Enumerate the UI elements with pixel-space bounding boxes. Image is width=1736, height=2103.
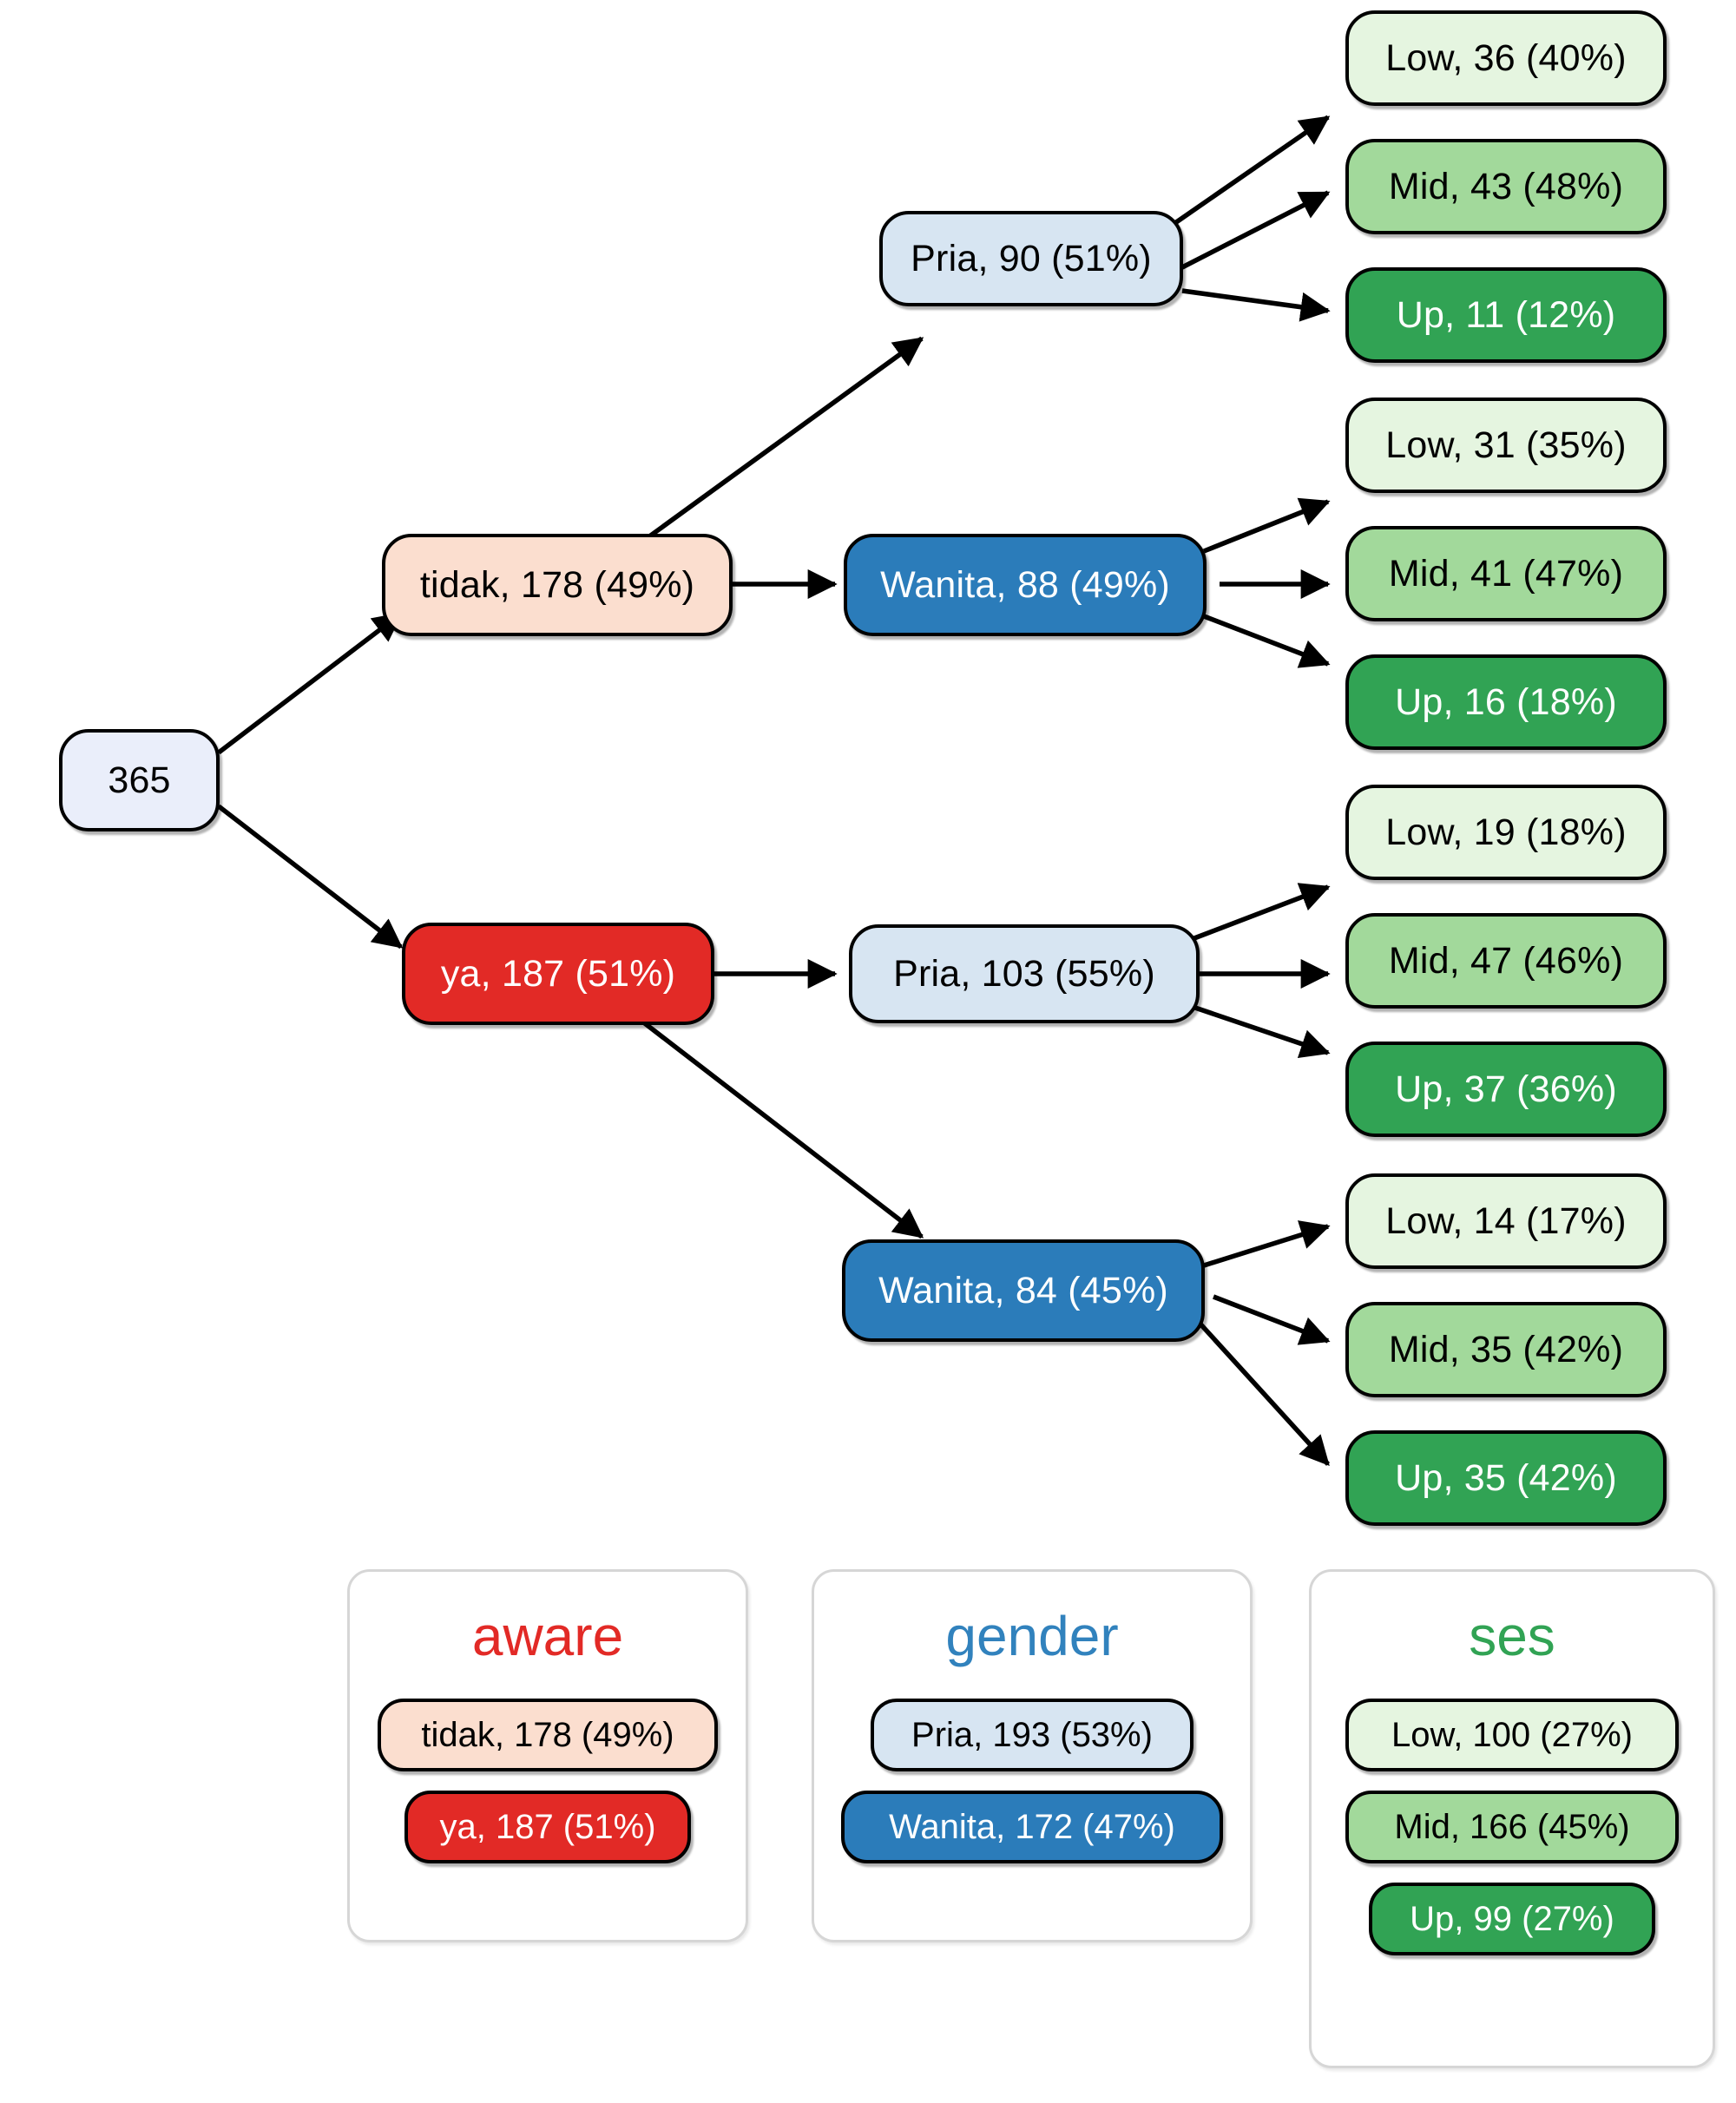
node-ses-tidak-wanita-mid[interactable]: Mid, 41 (47%) [1345,526,1667,621]
legend-chip-aware-ya[interactable]: ya, 187 (51%) [404,1791,691,1863]
node-ses-tidak-pria-up[interactable]: Up, 11 (12%) [1345,267,1667,363]
node-ses-ya-wanita-up[interactable]: Up, 35 (42%) [1345,1430,1667,1526]
edge-yw-mid [1213,1294,1331,1345]
edge-ya-wanita [625,1007,924,1239]
node-ses-tidak-wanita-low[interactable]: Low, 31 (35%) [1345,398,1667,493]
legend-chip-ses-mid[interactable]: Mid, 166 (45%) [1345,1791,1679,1863]
node-ses-tidak-pria-mid[interactable]: Mid, 43 (48%) [1345,139,1667,234]
node-ses-ya-pria-mid[interactable]: Mid, 47 (46%) [1345,913,1667,1009]
edge-root-ya [217,804,404,950]
edge-tp-up [1181,288,1331,322]
legend-chip-ses-low[interactable]: Low, 100 (27%) [1345,1699,1679,1771]
node-gender-ya-wanita[interactable]: Wanita, 84 (45%) [842,1239,1205,1342]
legend-title-aware: aware [471,1605,624,1667]
edge-tidak-pria [625,336,924,555]
edge-tw-up [1203,614,1331,668]
legend-chip-ses-up[interactable]: Up, 99 (27%) [1369,1883,1655,1955]
legend-title-ses: ses [1469,1605,1555,1667]
node-ses-ya-wanita-mid[interactable]: Mid, 35 (42%) [1345,1302,1667,1397]
node-aware-tidak[interactable]: tidak, 178 (49%) [382,534,733,636]
node-root[interactable]: 365 [59,729,220,831]
edge-tw-low [1202,497,1331,554]
legend-chip-aware-tidak[interactable]: tidak, 178 (49%) [378,1699,718,1771]
edge-root-tidak [217,611,404,755]
node-ses-ya-pria-up[interactable]: Up, 37 (36%) [1345,1042,1667,1137]
legend-panel-aware: aware tidak, 178 (49%) ya, 187 (51%) [347,1569,748,1942]
edge-tp-mid [1180,190,1331,270]
legend-chip-gender-pria[interactable]: Pria, 193 (53%) [871,1699,1194,1771]
node-gender-ya-pria[interactable]: Pria, 103 (55%) [849,924,1200,1023]
legend-panel-gender: gender Pria, 193 (53%) Wanita, 172 (47%) [812,1569,1253,1942]
node-ses-ya-pria-low[interactable]: Low, 19 (18%) [1345,785,1667,880]
node-gender-tidak-pria[interactable]: Pria, 90 (51%) [879,211,1183,306]
node-gender-tidak-wanita[interactable]: Wanita, 88 (49%) [844,534,1207,636]
edge-yw-low [1203,1220,1331,1268]
legend-chip-gender-wanita[interactable]: Wanita, 172 (47%) [841,1791,1223,1863]
edge-yp-up [1187,1002,1331,1059]
legend-title-gender: gender [945,1605,1119,1667]
legend-panel-ses: ses Low, 100 (27%) Mid, 166 (45%) Up, 99… [1309,1569,1715,2068]
node-ses-tidak-pria-low[interactable]: Low, 36 (40%) [1345,10,1667,106]
edge-tp-low [1154,115,1331,239]
edge-yw-up [1194,1318,1331,1467]
edge-yp-low [1187,883,1331,943]
node-aware-ya[interactable]: ya, 187 (51%) [402,923,714,1025]
node-ses-tidak-wanita-up[interactable]: Up, 16 (18%) [1345,654,1667,750]
node-ses-ya-wanita-low[interactable]: Low, 14 (17%) [1345,1173,1667,1269]
